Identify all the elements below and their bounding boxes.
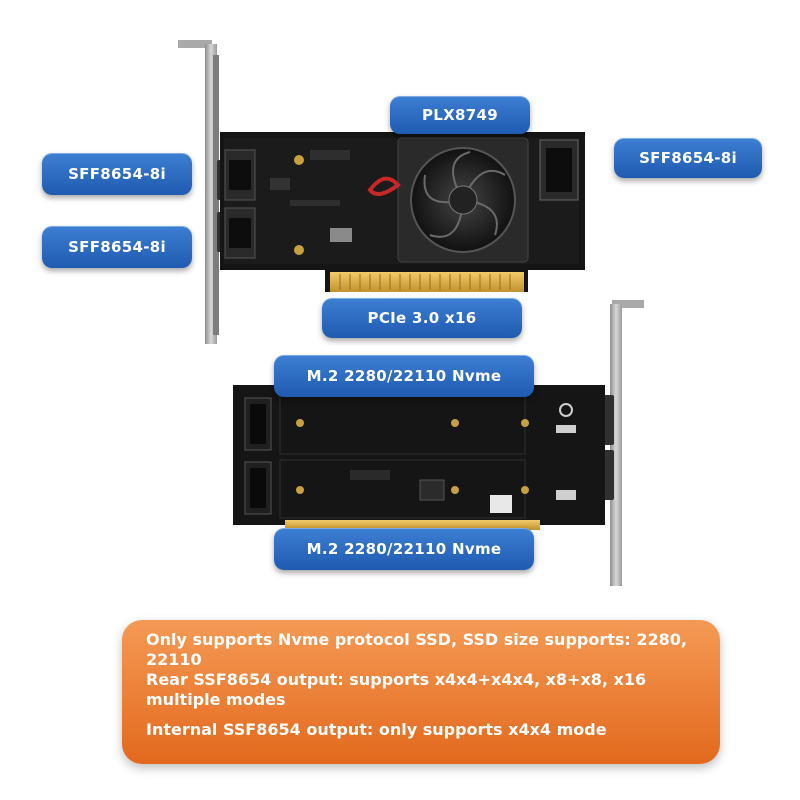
- label-pcie-interface: PCIe 3.0 x16: [322, 298, 522, 338]
- label-m2-slot-top: M.2 2280/22110 Nvme: [274, 355, 534, 397]
- note-internal-output: Internal SSF8654 output: only supports x…: [146, 720, 607, 739]
- pcie-card-top: [178, 40, 585, 344]
- label-m2-slot-bottom: M.2 2280/22110 Nvme: [274, 528, 534, 570]
- mounting-bracket-bottom: [604, 300, 644, 586]
- note-rear-output: Rear SSF8654 output: supports x4x4+x4x4,…: [146, 670, 647, 709]
- label-sff8654-bottom-left: SFF8654-8i: [42, 226, 192, 268]
- label-sff8654-top-left: SFF8654-8i: [42, 153, 192, 195]
- m2-adapter-board: [233, 300, 644, 586]
- pcie-gold-contacts: [330, 272, 524, 292]
- note-ssd-support: Only supports Nvme protocol SSD, SSD siz…: [146, 630, 687, 669]
- label-sff8654-right: SFF8654-8i: [614, 138, 762, 178]
- label-plx8749: PLX8749: [390, 96, 530, 134]
- compatibility-notes: Only supports Nvme protocol SSD, SSD siz…: [122, 620, 720, 764]
